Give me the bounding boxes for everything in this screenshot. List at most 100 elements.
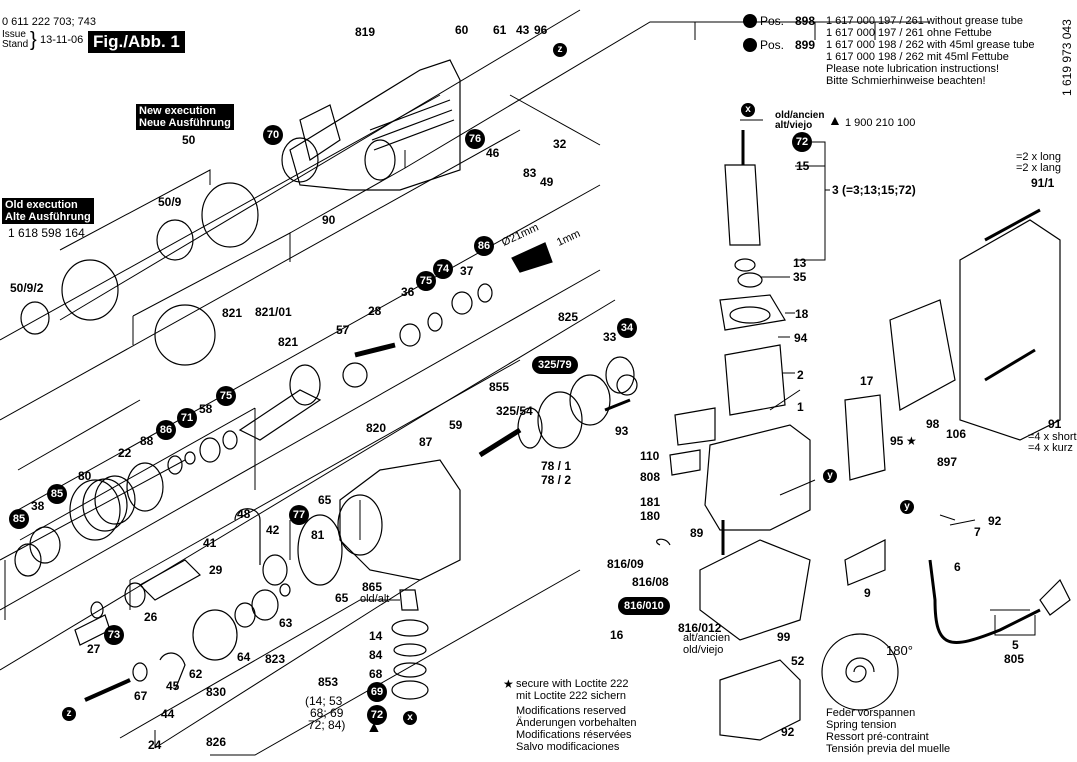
grease-line: 1 617 000 198 / 262 with 45ml grease tub… bbox=[826, 39, 1035, 51]
pill-325-79: 325/79 bbox=[532, 356, 578, 374]
modifications-note: Modifications reserved bbox=[516, 705, 627, 717]
brace-icon: } bbox=[30, 29, 37, 51]
bubble-85: 85 bbox=[9, 509, 29, 529]
issue-date: 13-11-06 bbox=[40, 34, 84, 46]
grease-line: 1 617 000 197 / 261 without grease tube bbox=[826, 15, 1023, 27]
old-execution-part: 1 618 598 164 bbox=[8, 226, 85, 240]
part-label-64: 64 bbox=[237, 650, 251, 664]
part-label-50-9-2: 50/9/2 bbox=[10, 281, 44, 295]
part-label-826: 826 bbox=[206, 735, 227, 749]
part-label-87: 87 bbox=[419, 435, 433, 449]
modifications-note: Modifications réservées bbox=[516, 729, 632, 741]
marker-x: x bbox=[741, 103, 755, 117]
marker-y: y bbox=[900, 500, 914, 514]
part-label-35: 35 bbox=[793, 270, 807, 284]
part-label-5: 5 bbox=[1012, 638, 1019, 652]
old-ancien-label: old/ancien bbox=[775, 110, 825, 121]
grease-pos-label: Pos. bbox=[760, 38, 785, 52]
document-number: 1 619 973 043 bbox=[1060, 19, 1074, 96]
part-label-29: 29 bbox=[209, 563, 223, 577]
screws-short: =4 x short bbox=[1028, 431, 1077, 443]
lubrication-note-en: Please note lubrication instructions! bbox=[826, 63, 1000, 75]
part-label-42: 42 bbox=[266, 523, 280, 537]
grease-line: 1 617 000 198 / 262 mit 45ml Fettube bbox=[826, 51, 1009, 63]
part-label-106: 106 bbox=[946, 427, 967, 441]
bubble-69: 69 bbox=[367, 682, 387, 702]
bubble-75: 75 bbox=[416, 271, 436, 291]
part-label-16: 16 bbox=[610, 628, 624, 642]
part-label-58: 58 bbox=[199, 402, 213, 416]
part-label-325-54: 325/54 bbox=[496, 404, 533, 418]
part-label-18: 18 bbox=[795, 307, 809, 321]
bearing-group-contents: 72; 84) bbox=[308, 718, 346, 732]
marker-z: z bbox=[553, 43, 567, 57]
part-label-820: 820 bbox=[366, 421, 387, 435]
part-label-853: 853 bbox=[318, 675, 339, 689]
bubble-85: 85 bbox=[47, 484, 67, 504]
part-label-83: 83 bbox=[523, 166, 537, 180]
bubble-72: 72 bbox=[792, 132, 812, 152]
part-label-49: 49 bbox=[540, 175, 554, 189]
spring-note: Spring tension bbox=[826, 719, 897, 731]
part-label-823: 823 bbox=[265, 652, 286, 666]
part-label-99: 99 bbox=[777, 630, 791, 644]
part-label-68: 68 bbox=[369, 667, 383, 681]
part-label-57: 57 bbox=[336, 323, 350, 337]
part-label-50-9: 50/9 bbox=[158, 195, 182, 209]
bubble-34: 34 bbox=[617, 318, 637, 338]
part-label-17: 17 bbox=[860, 374, 874, 388]
spring-note: Tensión previa del muelle bbox=[826, 743, 951, 755]
part-label-805: 805 bbox=[1004, 652, 1025, 666]
part-label-78-1: 78 / 1 bbox=[541, 459, 572, 473]
armature-group-label: 3 (=3;13;15;72) bbox=[832, 183, 916, 197]
part-label-92a: 92 bbox=[781, 725, 795, 739]
part-label-80: 80 bbox=[78, 469, 92, 483]
part-label-95: 95 bbox=[890, 434, 904, 448]
part-label-33: 33 bbox=[603, 330, 617, 344]
part-label-98: 98 bbox=[926, 417, 940, 431]
part-label-81: 81 bbox=[311, 528, 325, 542]
part-label-110: 110 bbox=[640, 449, 660, 463]
part-label-60: 60 bbox=[455, 23, 469, 37]
bubble-86: 86 bbox=[474, 236, 494, 256]
bubble-74: 74 bbox=[433, 259, 453, 279]
part-label-46: 46 bbox=[486, 146, 500, 160]
part-label-816-09: 816/09 bbox=[607, 557, 644, 571]
part-label-90: 90 bbox=[322, 213, 336, 227]
lubrication-note-de: Bitte Schmierhinweise beachten! bbox=[826, 75, 986, 87]
old-execution-en: Old execution bbox=[5, 199, 78, 211]
part-label-9: 9 bbox=[864, 586, 871, 600]
part-label-93: 93 bbox=[615, 424, 629, 438]
part-label-816-08: 816/08 bbox=[632, 575, 669, 589]
part-label-808: 808 bbox=[640, 470, 661, 484]
old-execution-label: Old execution Alte Ausführung bbox=[2, 198, 94, 224]
part-label-67: 67 bbox=[134, 689, 148, 703]
part-label-37: 37 bbox=[460, 264, 474, 278]
bubble-73: 73 bbox=[104, 625, 124, 645]
part-label-61: 61 bbox=[493, 23, 507, 37]
bubble-76: 76 bbox=[465, 129, 485, 149]
old-execution-de: Alte Ausführung bbox=[5, 211, 91, 223]
part-label-26: 26 bbox=[144, 610, 158, 624]
part-label-180: 180 bbox=[640, 509, 661, 523]
part-label-865: 865 bbox=[362, 580, 383, 594]
part-label-32: 32 bbox=[553, 137, 567, 151]
spring-note: Feder vorspannen bbox=[826, 707, 916, 719]
part-label-855: 855 bbox=[489, 380, 510, 394]
part-label-38: 38 bbox=[31, 499, 45, 513]
part-label-91-1: 91/1 bbox=[1031, 176, 1055, 190]
screws-kurz: =4 x kurz bbox=[1028, 442, 1073, 454]
part-label-59: 59 bbox=[449, 418, 463, 432]
part-label-897: 897 bbox=[937, 455, 958, 469]
bubble-75: 75 bbox=[216, 386, 236, 406]
old-alt-note: old/alt bbox=[360, 593, 390, 605]
part-label-36: 36 bbox=[401, 285, 415, 299]
part-label-28: 28 bbox=[368, 304, 382, 318]
loctite-note-de: mit Loctite 222 sichern bbox=[516, 690, 627, 702]
part-label-78-2: 78 / 2 bbox=[541, 473, 572, 487]
bubble-70: 70 bbox=[263, 125, 283, 145]
bubble-72: 72 bbox=[367, 705, 387, 725]
part-label-825: 825 bbox=[558, 310, 579, 324]
part-label-65a: 65 bbox=[318, 493, 332, 507]
